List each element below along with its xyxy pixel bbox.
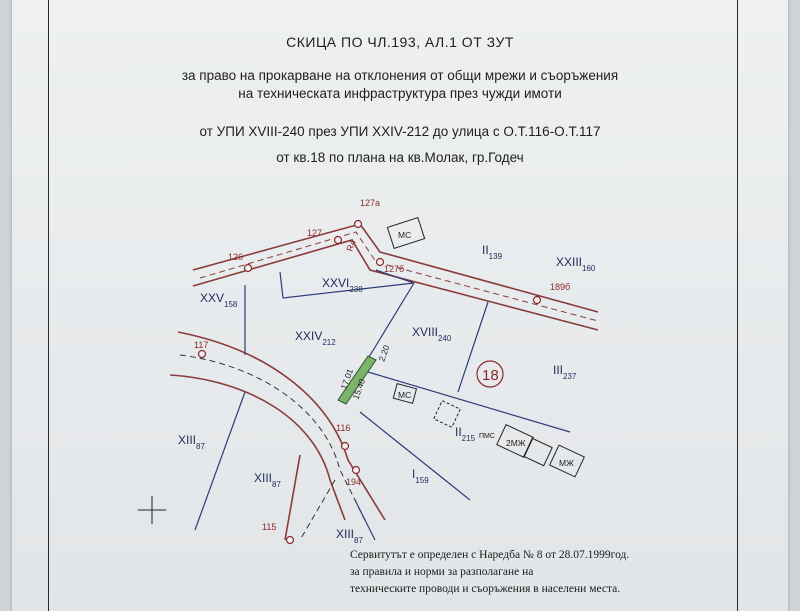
subtitle-line-3: от УПИ XVIII-240 през УПИ XXIV-212 до ул… (199, 124, 601, 139)
sheet-frame (48, 0, 738, 611)
buildings (386, 216, 586, 478)
footer-note-3: техническите проводи и съоръжения в насе… (350, 583, 621, 595)
point-label: 194 (346, 477, 361, 487)
parcel-label: I159 (412, 467, 429, 485)
parcel-label: XVIII240 (412, 325, 452, 343)
point-label: 115 (262, 522, 276, 532)
road-mark: R4 (344, 238, 357, 252)
building-label: МЖ (559, 458, 574, 468)
point-label: 127а (360, 198, 380, 208)
point-label: 127б (384, 264, 404, 274)
parcel-boundaries (194, 269, 571, 541)
subtitle-line-2: на техническата инфраструктура през чужд… (238, 86, 562, 101)
point-label: 127 (307, 228, 322, 238)
parcel-label: XIII87 (254, 471, 281, 489)
parcel-label: XIII87 (178, 433, 205, 451)
servitude-strip (337, 355, 377, 405)
building-label: МС (398, 390, 411, 400)
parcel-label: XXIII160 (556, 255, 596, 273)
building-label: ПМС (479, 433, 495, 440)
subtitle-line-4: от кв.18 по плана на кв.Молак, гр.Годеч (276, 150, 524, 165)
crosshair-mark (138, 496, 166, 524)
block-number: 18 (482, 367, 499, 384)
block-circle (476, 360, 504, 388)
point-label: 189б (550, 282, 570, 292)
subtitle-line-1: за право на прокарване на отклонения от … (181, 68, 619, 83)
dimension-label: 2.20 (376, 343, 391, 362)
parcel-label: XXV158 (200, 291, 238, 309)
parcel-label: XXVI238 (322, 276, 363, 294)
point-label: 126 (228, 252, 243, 262)
footer-note-2: за правила и норми за разполагане на (350, 566, 534, 578)
parcel-label: XXIV212 (295, 329, 336, 347)
footer-note-1: Сервитутът е определен с Наредба № 8 от … (350, 549, 630, 561)
upper-street (192, 223, 599, 331)
parcel-label: XIII87 (336, 527, 363, 545)
point-label: 116 (336, 423, 350, 433)
parcel-label: II215 (455, 425, 476, 443)
document-title: СКИЦА ПО ЧЛ.193, АЛ.1 ОТ ЗУТ (286, 34, 514, 50)
survey-points (197, 219, 542, 545)
parcel-label: II139 (482, 243, 503, 261)
point-label: 117 (194, 340, 208, 350)
building-label: 2МЖ (506, 438, 526, 448)
building-label: МС (398, 230, 411, 240)
parcel-label: III237 (553, 363, 577, 381)
